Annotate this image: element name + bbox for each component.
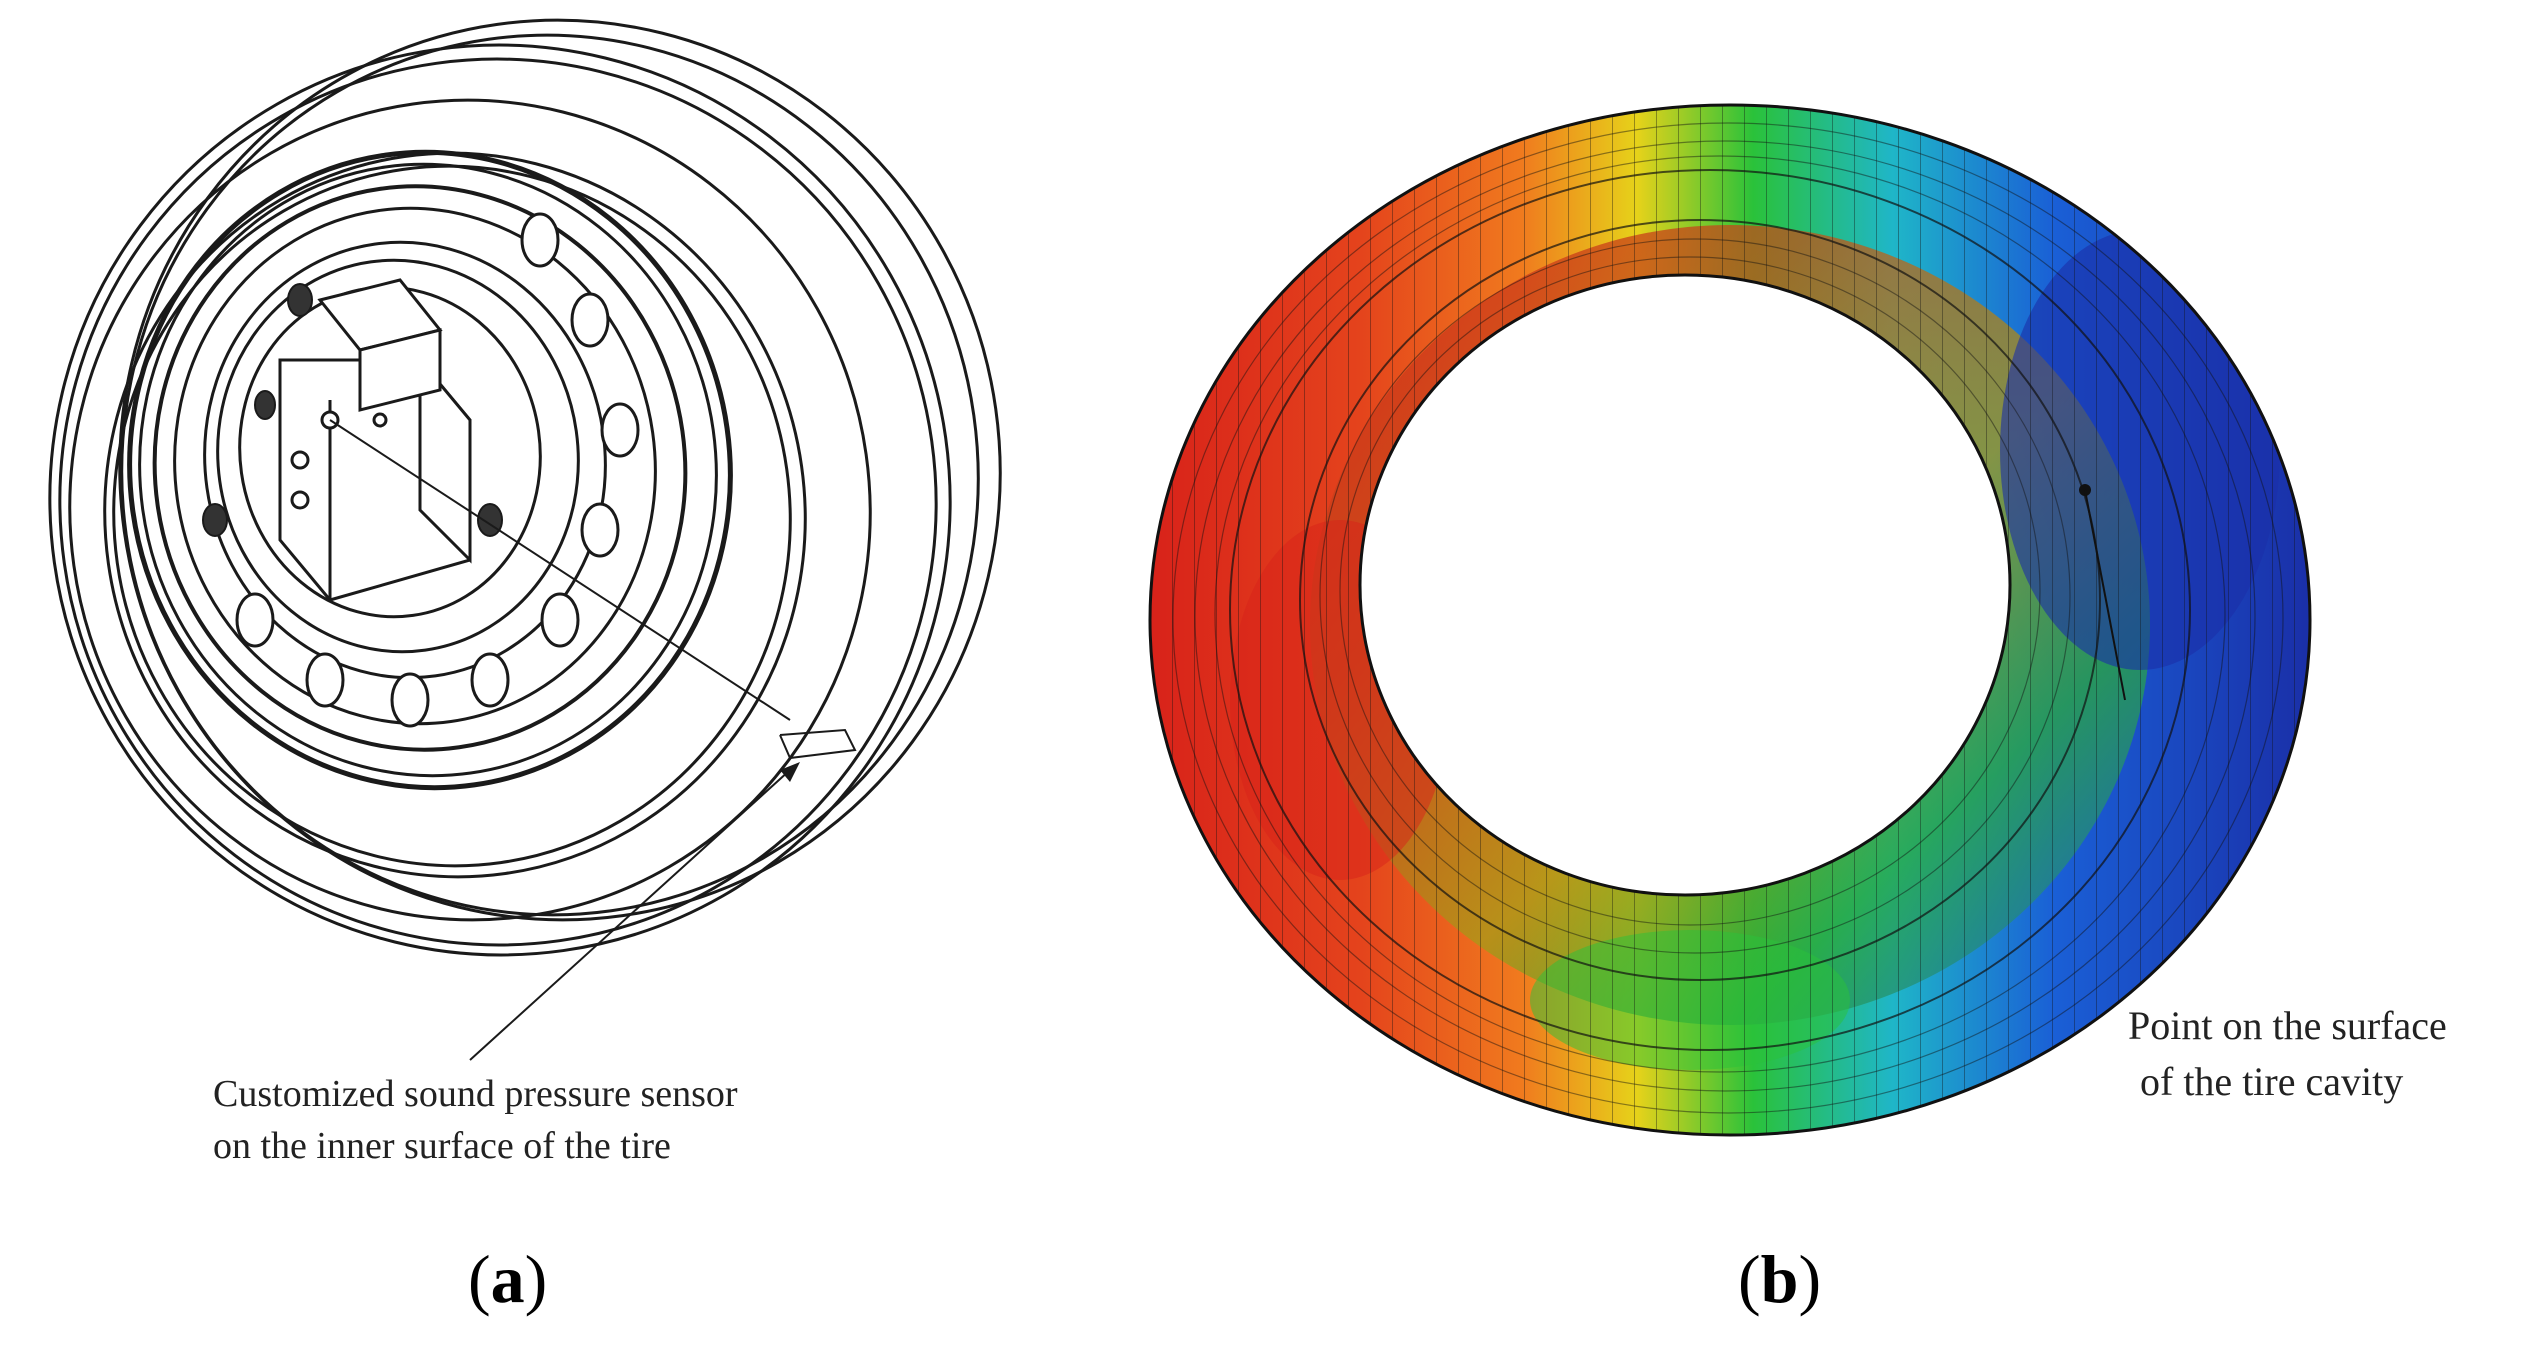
panel-b: Point on the surface of the tire cavity … <box>1040 0 2530 1346</box>
tire-contour-model <box>1148 103 2312 1137</box>
panel-letter-a: a <box>490 1241 525 1317</box>
cavity-point-annotation: Point on the surface of the tire cavity <box>2128 998 2447 1110</box>
cavity-annotation-line-2: of the tire cavity <box>2140 1059 2404 1104</box>
panel-letter-b: b <box>1760 1241 1799 1317</box>
cavity-annotation-line-1: Point on the surface <box>2128 1003 2447 1048</box>
panel-label-b: (b) <box>1738 1241 1822 1317</box>
tire-line-drawing <box>48 18 1002 1061</box>
sensor-annotation-line-1: Customized sound pressure sensor <box>213 1073 738 1115</box>
panel-a: Customized sound pressure sensor on the … <box>0 0 1040 1346</box>
panel-label-a: (a) <box>468 1241 548 1317</box>
sensor-annotation: Customized sound pressure sensor on the … <box>213 1068 738 1172</box>
sensor-annotation-line-2: on the inner surface of the tire <box>213 1125 671 1167</box>
